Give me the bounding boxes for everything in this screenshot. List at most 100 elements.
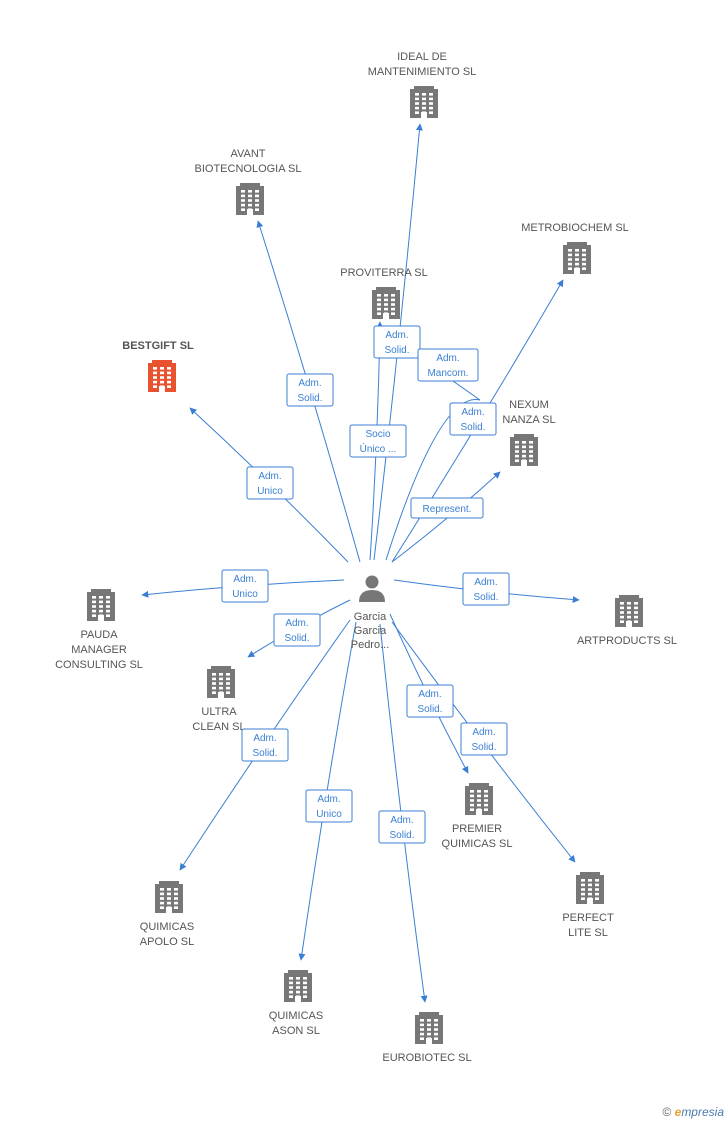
edge-label-text: Solid. [473, 592, 498, 603]
person-icon [359, 575, 385, 602]
edge-label-text: Único ... [360, 442, 397, 455]
node-label-nexum: NEXUM [509, 399, 549, 411]
building-icon[interactable] [615, 595, 643, 627]
center-person[interactable]: GarciaGarciaPedro... [351, 575, 390, 652]
edge-label-text: Solid. [284, 633, 309, 644]
edge-label-text: Solid. [384, 345, 409, 356]
copyright-symbol: © [662, 1105, 672, 1119]
node-label-ideal: IDEAL DE [397, 51, 447, 63]
edge-label-apolo[interactable]: Adm.Solid. [241, 728, 289, 762]
node-nexum[interactable]: NEXUM NANZA SL [502, 399, 556, 466]
node-label-artproducts: ARTPRODUCTS SL [577, 635, 677, 647]
building-icon[interactable] [563, 242, 591, 274]
edge-label-text: Solid. [297, 393, 322, 404]
edge-label-text: Adm. [474, 577, 497, 588]
edge-label-premier[interactable]: Adm. Solid. [406, 684, 454, 718]
node-label-ultra: ULTRA [201, 706, 237, 718]
edge-label-text: Unico [257, 486, 283, 497]
node-ason[interactable]: QUIMICAS ASON SL [269, 970, 323, 1037]
brand-logo-e: e [674, 1105, 682, 1119]
edge-label-text: Adm. [461, 407, 484, 418]
node-label-ason: QUIMICAS [269, 1010, 323, 1022]
edge-label-text: Unico [316, 809, 342, 820]
nodes-layer: IDEAL DE MANTENIMIENTO SL AVANT BIOTECNOLOG… [55, 51, 677, 1064]
node-label-avant: BIOTECNOLOGIA SL [195, 163, 302, 175]
node-label-avant: AVANT [230, 148, 265, 160]
building-icon[interactable] [510, 434, 538, 466]
building-icon[interactable] [148, 360, 176, 392]
node-label-perfect: LITE SL [568, 927, 608, 939]
edge-label-ultra[interactable]: Adm. Solid. [273, 613, 321, 647]
edge-label-text: Solid. [460, 422, 485, 433]
edge-label-text: Solid. [417, 704, 442, 715]
building-icon[interactable] [576, 872, 604, 904]
node-label-pauda: MANAGER [71, 644, 127, 656]
node-label-ideal: MANTENIMIENTO SL [368, 66, 477, 78]
edge-label-text: Solid. [471, 742, 496, 753]
node-label-perfect: PERFECT [562, 912, 614, 924]
edge-label-proviterra[interactable]: SocioÚnico ... [349, 424, 407, 458]
edge-label-text: Adm. [390, 815, 413, 826]
building-icon[interactable] [372, 287, 400, 319]
node-metrobiochem[interactable]: METROBIOCHEM SL [521, 222, 629, 274]
edge-label-text: Adm. [298, 378, 321, 389]
node-premier[interactable]: PREMIER QUIMICAS SL [442, 783, 513, 850]
building-icon[interactable] [415, 1012, 443, 1044]
edge-proviterra [385, 333, 481, 561]
edge-label-text: Unico [232, 589, 258, 600]
node-bestgift[interactable]: BESTGIFT SL [122, 340, 194, 392]
node-artproducts[interactable]: ARTPRODUCTS SL [577, 595, 677, 647]
node-label-nexum: NANZA SL [502, 414, 555, 426]
node-proviterra[interactable]: PROVITERRA SL [340, 267, 428, 319]
node-label-apolo: QUIMICAS [140, 921, 194, 933]
node-label-premier: QUIMICAS SL [442, 838, 513, 850]
node-perfect[interactable]: PERFECT LITE SL [562, 872, 614, 939]
edge-label-text: Adm. [472, 727, 495, 738]
edge-label-metrobiochem[interactable]: Adm. Solid. [449, 402, 497, 436]
building-icon[interactable] [236, 183, 264, 215]
node-label-ason: ASON SL [272, 1025, 320, 1037]
building-icon[interactable] [465, 783, 493, 815]
edge-label-perfect[interactable]: Adm. Solid. [460, 722, 508, 756]
edge-label-avant[interactable]: Adm. Solid. [286, 373, 334, 407]
edge-label-artproducts[interactable]: Adm. Solid. [462, 572, 510, 606]
center-label: Garcia [354, 611, 387, 623]
node-eurobiotec[interactable]: EUROBIOTEC SL [382, 1012, 472, 1064]
node-label-premier: PREMIER [452, 823, 502, 835]
edge-label-text: Mancom. [427, 368, 468, 379]
edge-label-text: Represent. [423, 504, 472, 515]
edge-label-text: Adm. [285, 618, 308, 629]
edge-label-text: Socio [365, 429, 390, 440]
edge-label-text: Solid. [389, 830, 414, 841]
edge-label-proviterra[interactable]: Adm. Mancom. [417, 348, 479, 382]
center-label: Garcia [354, 625, 387, 637]
building-icon[interactable] [87, 589, 115, 621]
node-avant[interactable]: AVANT BIOTECNOLOGIA SL [195, 148, 302, 215]
edge-label-nexum[interactable]: Represent. [410, 497, 484, 519]
building-icon[interactable] [284, 970, 312, 1002]
node-label-bestgift: BESTGIFT SL [122, 340, 194, 352]
edge-label-text: Adm. [418, 689, 441, 700]
node-ideal[interactable]: IDEAL DE MANTENIMIENTO SL [368, 51, 477, 118]
node-apolo[interactable]: QUIMICAS APOLO SL [140, 881, 194, 948]
edge-label-bestgift[interactable]: Adm.Unico [246, 466, 294, 500]
building-icon[interactable] [410, 86, 438, 118]
node-label-eurobiotec: EUROBIOTEC SL [382, 1052, 471, 1064]
building-icon[interactable] [155, 881, 183, 913]
node-label-proviterra: PROVITERRA SL [340, 267, 427, 279]
edge-label-pauda[interactable]: Adm.Unico [221, 569, 269, 603]
edge-label-ason[interactable]: Adm.Unico [305, 789, 353, 823]
node-label-apolo: APOLO SL [140, 936, 194, 948]
edge-label-text: Adm. [436, 353, 459, 364]
center-label: Pedro... [351, 639, 390, 651]
edges-layer [141, 123, 580, 1003]
node-label-pauda: CONSULTING SL [55, 659, 143, 671]
building-icon[interactable] [207, 666, 235, 698]
edge-label-eurobiotec[interactable]: Adm. Solid. [378, 810, 426, 844]
node-label-metrobiochem: METROBIOCHEM SL [521, 222, 629, 234]
edge-label-ideal[interactable]: Adm.Solid. [373, 325, 421, 359]
